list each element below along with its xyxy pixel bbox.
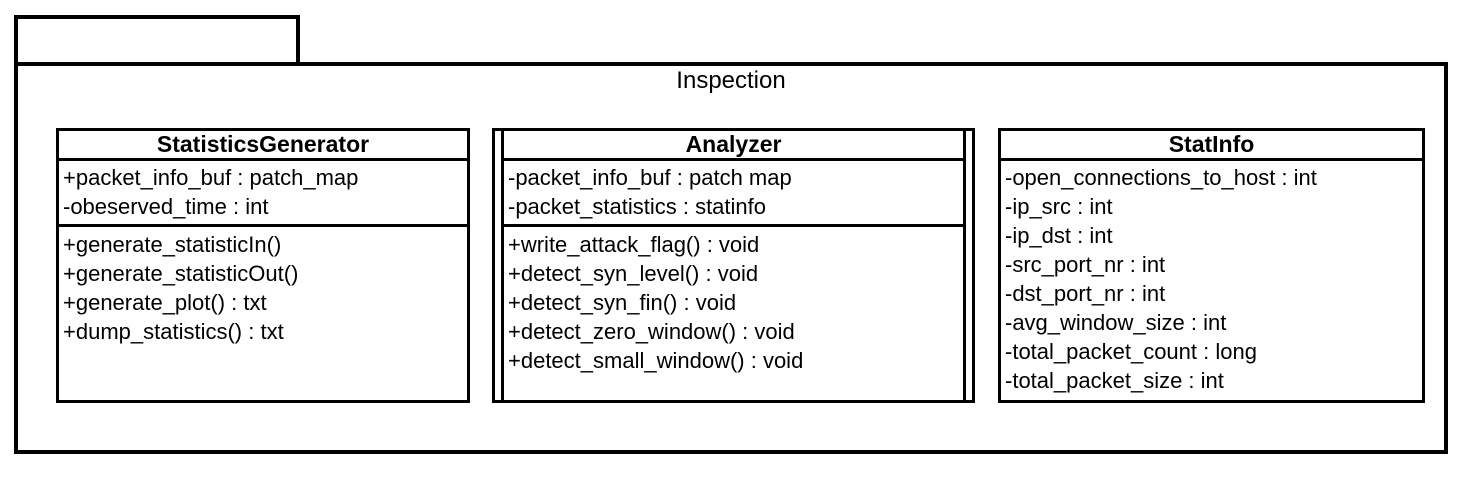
class-frame: StatisticsGenerator +packet_info_buf : p… xyxy=(59,131,467,400)
package-name: Inspection xyxy=(676,67,786,94)
class-frame: Analyzer -packet_info_buf : patch map -p… xyxy=(501,131,966,400)
method: +generate_statisticIn() xyxy=(63,232,282,257)
attribute: -ip_src : int xyxy=(1005,194,1113,219)
class-name: StatInfo xyxy=(1001,131,1422,161)
method: +detect_small_window() : void xyxy=(508,348,804,373)
attributes-compartment: -packet_info_buf : patch map -packet_sta… xyxy=(504,161,963,227)
method: +dump_statistics() : txt xyxy=(63,319,284,344)
attributes-compartment: +packet_info_buf : patch_map -obeserved_… xyxy=(59,161,467,227)
attribute: -open_connections_to_host : int xyxy=(1005,165,1317,190)
package-tab xyxy=(14,15,300,66)
attribute: +packet_info_buf : patch_map xyxy=(63,165,359,190)
methods-compartment: +generate_statisticIn() +generate_statis… xyxy=(59,227,467,400)
attribute: -src_port_nr : int xyxy=(1005,252,1166,277)
method: +write_attack_flag() : void xyxy=(508,232,760,257)
attribute: -total_packet_count : long xyxy=(1005,339,1257,364)
class-name: StatisticsGenerator xyxy=(59,131,467,161)
method: +generate_plot() : txt xyxy=(63,290,267,315)
attributes-compartment: -open_connections_to_host : int -ip_src … xyxy=(1001,161,1422,400)
method: +detect_zero_window() : void xyxy=(508,319,795,344)
class-frame: StatInfo -open_connections_to_host : int… xyxy=(1001,131,1422,400)
attribute: -packet_statistics : statinfo xyxy=(508,194,766,219)
class-box-statinfo: StatInfo -open_connections_to_host : int… xyxy=(998,128,1425,403)
methods-compartment: +write_attack_flag() : void +detect_syn_… xyxy=(504,227,963,400)
attribute: -avg_window_size : int xyxy=(1005,310,1227,335)
attribute: -obeserved_time : int xyxy=(63,194,269,219)
class-box-statisticsgenerator: StatisticsGenerator +packet_info_buf : p… xyxy=(56,128,470,403)
method: +detect_syn_fin() : void xyxy=(508,290,737,315)
method: +generate_statisticOut() xyxy=(63,261,299,286)
attribute: -packet_info_buf : patch map xyxy=(508,165,792,190)
class-name: Analyzer xyxy=(504,131,963,161)
attribute: -total_packet_size : int xyxy=(1005,368,1224,393)
attribute: -ip_dst : int xyxy=(1005,223,1113,248)
method: +detect_syn_level() : void xyxy=(508,261,759,286)
class-box-analyzer: Analyzer -packet_info_buf : patch map -p… xyxy=(492,128,975,403)
attribute: -dst_port_nr : int xyxy=(1005,281,1166,306)
